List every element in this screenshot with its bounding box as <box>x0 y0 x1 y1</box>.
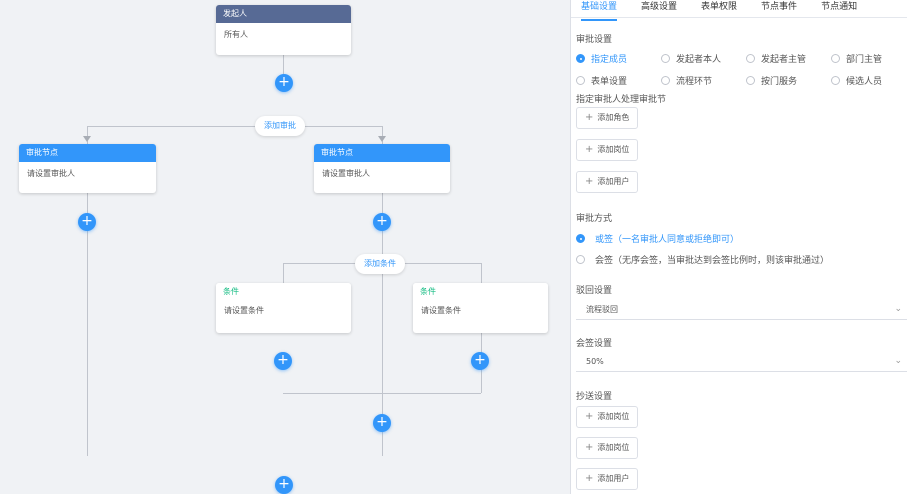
tab-advanced[interactable]: 高级设置 <box>641 2 678 12</box>
condition-node-left[interactable]: 条件 请设置条件 <box>216 283 351 333</box>
radio-icon <box>576 255 585 264</box>
add-approval-button[interactable]: 添加审批 <box>255 116 305 136</box>
radio-icon <box>831 76 840 85</box>
branch-connector <box>87 126 383 127</box>
method-option-or[interactable]: 或签（一名审批人同意或拒绝即可） <box>576 232 739 245</box>
approve-node-left[interactable]: 审批节点 请设置审批人 <box>19 144 156 193</box>
settings-panel: 基础设置 高级设置 表单权限 节点事件 节点通知 审批设置 指定成员 发起者本人… <box>571 0 907 494</box>
start-node-body: 所有人 <box>224 30 248 39</box>
start-node-title: 发起人 <box>216 5 351 23</box>
radio-icon <box>661 76 670 85</box>
condition-node-body: 请设置条件 <box>421 306 461 315</box>
reject-title: 驳回设置 <box>576 286 613 296</box>
add-node-button[interactable]: + <box>78 213 96 231</box>
start-node[interactable]: 发起人 所有人 <box>216 5 351 55</box>
condition-node-title: 条件 <box>413 283 548 299</box>
plus-icon: + <box>585 442 594 453</box>
cc-add-post-button[interactable]: +添加岗位 <box>576 406 639 428</box>
radio-icon <box>576 234 585 243</box>
add-node-button[interactable]: + <box>275 476 293 494</box>
approve-node-body: 请设置审批人 <box>27 169 75 178</box>
add-node-button[interactable]: + <box>275 74 293 92</box>
connector <box>283 263 284 283</box>
tab-form-permission[interactable]: 表单权限 <box>701 2 738 12</box>
panel-tabs: 基础设置 高级设置 表单权限 节点事件 节点通知 <box>571 0 907 21</box>
approver-setting-title: 审批设置 <box>576 35 613 45</box>
radio-icon <box>831 54 840 63</box>
radio-option[interactable]: 候选人员 <box>831 74 906 87</box>
radio-option[interactable]: 发起者本人 <box>661 52 746 65</box>
percent-title: 会签设置 <box>576 339 613 349</box>
connector <box>382 193 383 456</box>
method-title: 审批方式 <box>576 214 613 224</box>
connector <box>87 126 88 144</box>
method-option-and[interactable]: 会签（无序会签，当审批达到会签比例时，则该审批通过） <box>576 253 829 266</box>
cc-title: 抄送设置 <box>576 392 613 402</box>
add-node-button[interactable]: + <box>274 352 292 370</box>
tab-node-notice[interactable]: 节点通知 <box>821 2 858 12</box>
radio-option[interactable]: 部门主管 <box>831 52 906 65</box>
radio-option[interactable]: 发起者主管 <box>746 52 831 65</box>
radio-option[interactable]: 流程环节 <box>661 74 746 87</box>
condition-node-body: 请设置条件 <box>224 306 264 315</box>
approve-node-right[interactable]: 审批节点 请设置审批人 <box>314 144 450 193</box>
add-node-button[interactable]: + <box>373 414 391 432</box>
radio-option[interactable]: 指定成员 <box>576 52 661 65</box>
connector <box>87 193 88 456</box>
condition-merge-connector <box>283 393 481 394</box>
approve-node-body: 请设置审批人 <box>322 169 370 178</box>
plus-icon: + <box>585 144 594 155</box>
plus-icon: + <box>585 112 594 123</box>
add-node-button[interactable]: + <box>471 352 489 370</box>
radio-icon <box>576 54 585 63</box>
assign-title: 指定审批人处理审批节 <box>576 95 667 105</box>
arrow-down-icon <box>83 136 91 142</box>
reject-select[interactable]: 流程驳回⌄ <box>576 300 907 320</box>
chevron-down-icon: ⌄ <box>894 304 902 314</box>
chevron-down-icon: ⌄ <box>894 356 902 366</box>
add-condition-button[interactable]: 添加条件 <box>355 254 405 274</box>
cc-add-user-button[interactable]: +添加用户 <box>576 468 639 490</box>
approver-options: 指定成员 发起者本人 发起者主管 部门主管 表单设置 流程环节 按门服务 候选人… <box>576 52 906 87</box>
add-post-button[interactable]: +添加岗位 <box>576 139 639 161</box>
condition-node-title: 条件 <box>216 283 351 299</box>
approve-node-title: 审批节点 <box>314 144 450 162</box>
radio-icon <box>576 76 585 85</box>
radio-icon <box>746 76 755 85</box>
tab-node-events[interactable]: 节点事件 <box>761 2 798 12</box>
add-user-button[interactable]: +添加用户 <box>576 171 639 193</box>
condition-node-right[interactable]: 条件 请设置条件 <box>413 283 548 333</box>
connector <box>382 126 383 144</box>
add-node-button[interactable]: + <box>373 213 391 231</box>
radio-option[interactable]: 表单设置 <box>576 74 661 87</box>
approve-node-title: 审批节点 <box>19 144 156 162</box>
radio-icon <box>661 54 670 63</box>
plus-icon: + <box>585 411 594 422</box>
radio-icon <box>746 54 755 63</box>
plus-icon: + <box>585 473 594 484</box>
arrow-down-icon <box>378 136 386 142</box>
plus-icon: + <box>585 176 594 187</box>
radio-option[interactable]: 按门服务 <box>746 74 831 87</box>
connector <box>283 55 284 85</box>
flow-canvas[interactable]: 发起人 所有人 + 添加审批 审批节点 请设置审批人 审批节点 请设置审批人 +… <box>0 0 571 494</box>
percent-select[interactable]: 50%⌄ <box>576 352 907 372</box>
cc-add-post2-button[interactable]: +添加岗位 <box>576 437 639 459</box>
tab-basic[interactable]: 基础设置 <box>581 0 618 21</box>
add-role-button[interactable]: +添加角色 <box>576 107 639 129</box>
